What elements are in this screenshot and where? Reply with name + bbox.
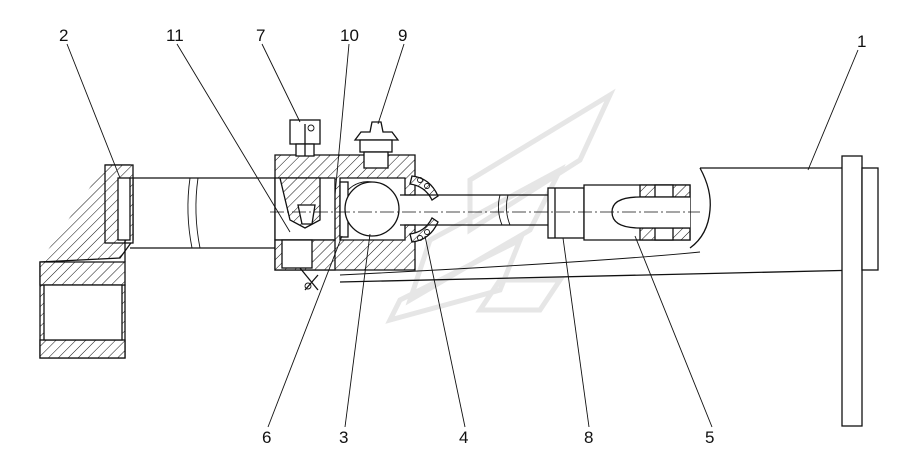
callout-8: 8 [584,428,593,447]
part-boot [409,175,439,243]
callout-9: 9 [398,26,407,45]
callout-10: 10 [340,26,359,45]
part-frame [339,155,879,427]
leader-lines [66,43,859,428]
callout-6: 6 [262,428,271,447]
part-ball [339,181,400,238]
part-grease-fitting [353,121,400,169]
callout-5: 5 [705,428,714,447]
part-shaft [130,177,275,249]
callout-1: 1 [857,32,866,51]
part-rod [400,194,548,226]
callout-4: 4 [459,428,468,447]
callout-3: 3 [339,428,348,447]
callout-labels: 2 11 7 10 9 1 6 3 4 8 5 [59,26,866,447]
part-housing [274,154,416,271]
callout-11: 11 [166,26,184,45]
callout-2: 2 [59,26,68,45]
part-nut [547,187,585,239]
part-cap [289,119,321,157]
part-flange [39,164,134,359]
part-pin [299,267,319,291]
part-clevis [583,184,691,241]
callout-7: 7 [256,26,265,45]
